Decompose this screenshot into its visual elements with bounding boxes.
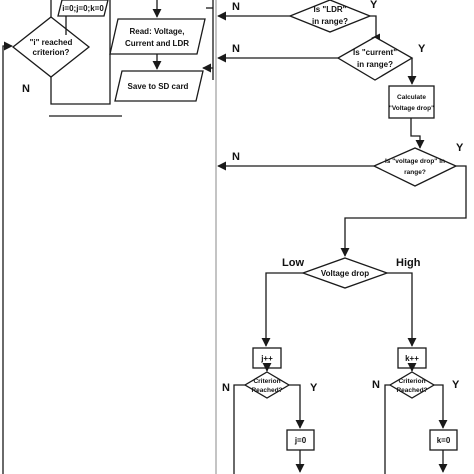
ldr-text-1: Is "LDR" xyxy=(314,5,347,14)
k-criterion-no-line xyxy=(384,384,390,474)
ldr-yes-arrow xyxy=(370,15,381,43)
k-criterion-yes-label: Y xyxy=(452,379,460,391)
vdrop-range-yes-label: Y xyxy=(456,142,464,154)
ldr-no-label: N xyxy=(232,1,240,13)
i-criterion-text-1: "i" reached xyxy=(30,38,73,47)
vdrop-level-decision xyxy=(301,257,389,289)
j-criterion-text-1: Criterion xyxy=(253,378,280,385)
j-criterion-decision xyxy=(243,371,291,399)
j-criterion-yes-label: Y xyxy=(310,382,318,394)
low-branch-arrow xyxy=(261,272,303,347)
read-sensors-text-1: Read: Voltage, xyxy=(130,27,185,36)
high-label: High xyxy=(396,257,421,269)
j-criterion-no-line xyxy=(233,384,245,474)
ldr-yes-label: Y xyxy=(370,0,378,11)
calc-vdrop-text-1: Calculate xyxy=(397,94,426,101)
k-criterion-no-label: N xyxy=(372,379,380,391)
left-panel: "i" reached criterion? i=0;j=0;k=0 N Rea… xyxy=(2,0,214,474)
init-counters-text: i=0;j=0;k=0 xyxy=(62,4,104,13)
vdrop-range-text-1: Is "voltage drop" in xyxy=(385,158,445,165)
i-criterion-no-label: N xyxy=(22,83,30,95)
vdrop-range-yes-arrow xyxy=(340,165,467,257)
j-criterion-no-label: N xyxy=(222,382,230,394)
current-text-2: in range? xyxy=(357,60,393,69)
current-text-1: Is "current" xyxy=(353,48,397,57)
read-sensors-box xyxy=(109,18,206,55)
save-sd-box xyxy=(114,70,204,102)
calc-vdrop-box xyxy=(388,85,435,119)
k-criterion-text-2: Reached? xyxy=(396,387,427,394)
current-decision xyxy=(336,36,414,81)
j-reset-text: j=0 xyxy=(294,436,307,445)
calc-to-range-arrow xyxy=(410,118,425,149)
k-criterion-decision xyxy=(388,371,436,399)
i-criterion-text-2: criterion? xyxy=(33,48,70,57)
save-sd-text: Save to SD card xyxy=(128,82,189,91)
low-label: Low xyxy=(282,257,304,269)
ldr-text-2: in range? xyxy=(312,17,348,26)
k-criterion-text-1: Criterion xyxy=(398,378,425,385)
i-criterion-decision xyxy=(11,16,91,78)
vdrop-range-no-label: N xyxy=(232,151,240,163)
read-sensors-text-2: Current and LDR xyxy=(125,39,189,48)
current-no-label: N xyxy=(232,43,240,55)
init-counters-box xyxy=(57,0,109,17)
k-criterion-yes-arrow xyxy=(434,384,448,429)
j-criterion-yes-arrow xyxy=(289,384,305,429)
vdrop-level-text: Voltage drop xyxy=(321,269,369,278)
k-increment-text: k++ xyxy=(405,354,419,363)
vdrop-range-text-2: range? xyxy=(404,169,426,176)
ldr-decision xyxy=(288,0,372,33)
j-criterion-text-2: Reached? xyxy=(251,387,282,394)
vdrop-range-decision xyxy=(372,147,458,187)
k-reset-text: k=0 xyxy=(437,436,451,445)
calc-vdrop-text-2: "Voltage drop" xyxy=(389,105,434,112)
right-panel: Is "LDR" in range? N Y Is "current" in r… xyxy=(217,0,467,474)
high-branch-arrow xyxy=(387,272,417,347)
j-increment-text: j++ xyxy=(260,354,273,363)
current-yes-label: Y xyxy=(418,43,426,55)
loop-return-line xyxy=(2,41,13,474)
